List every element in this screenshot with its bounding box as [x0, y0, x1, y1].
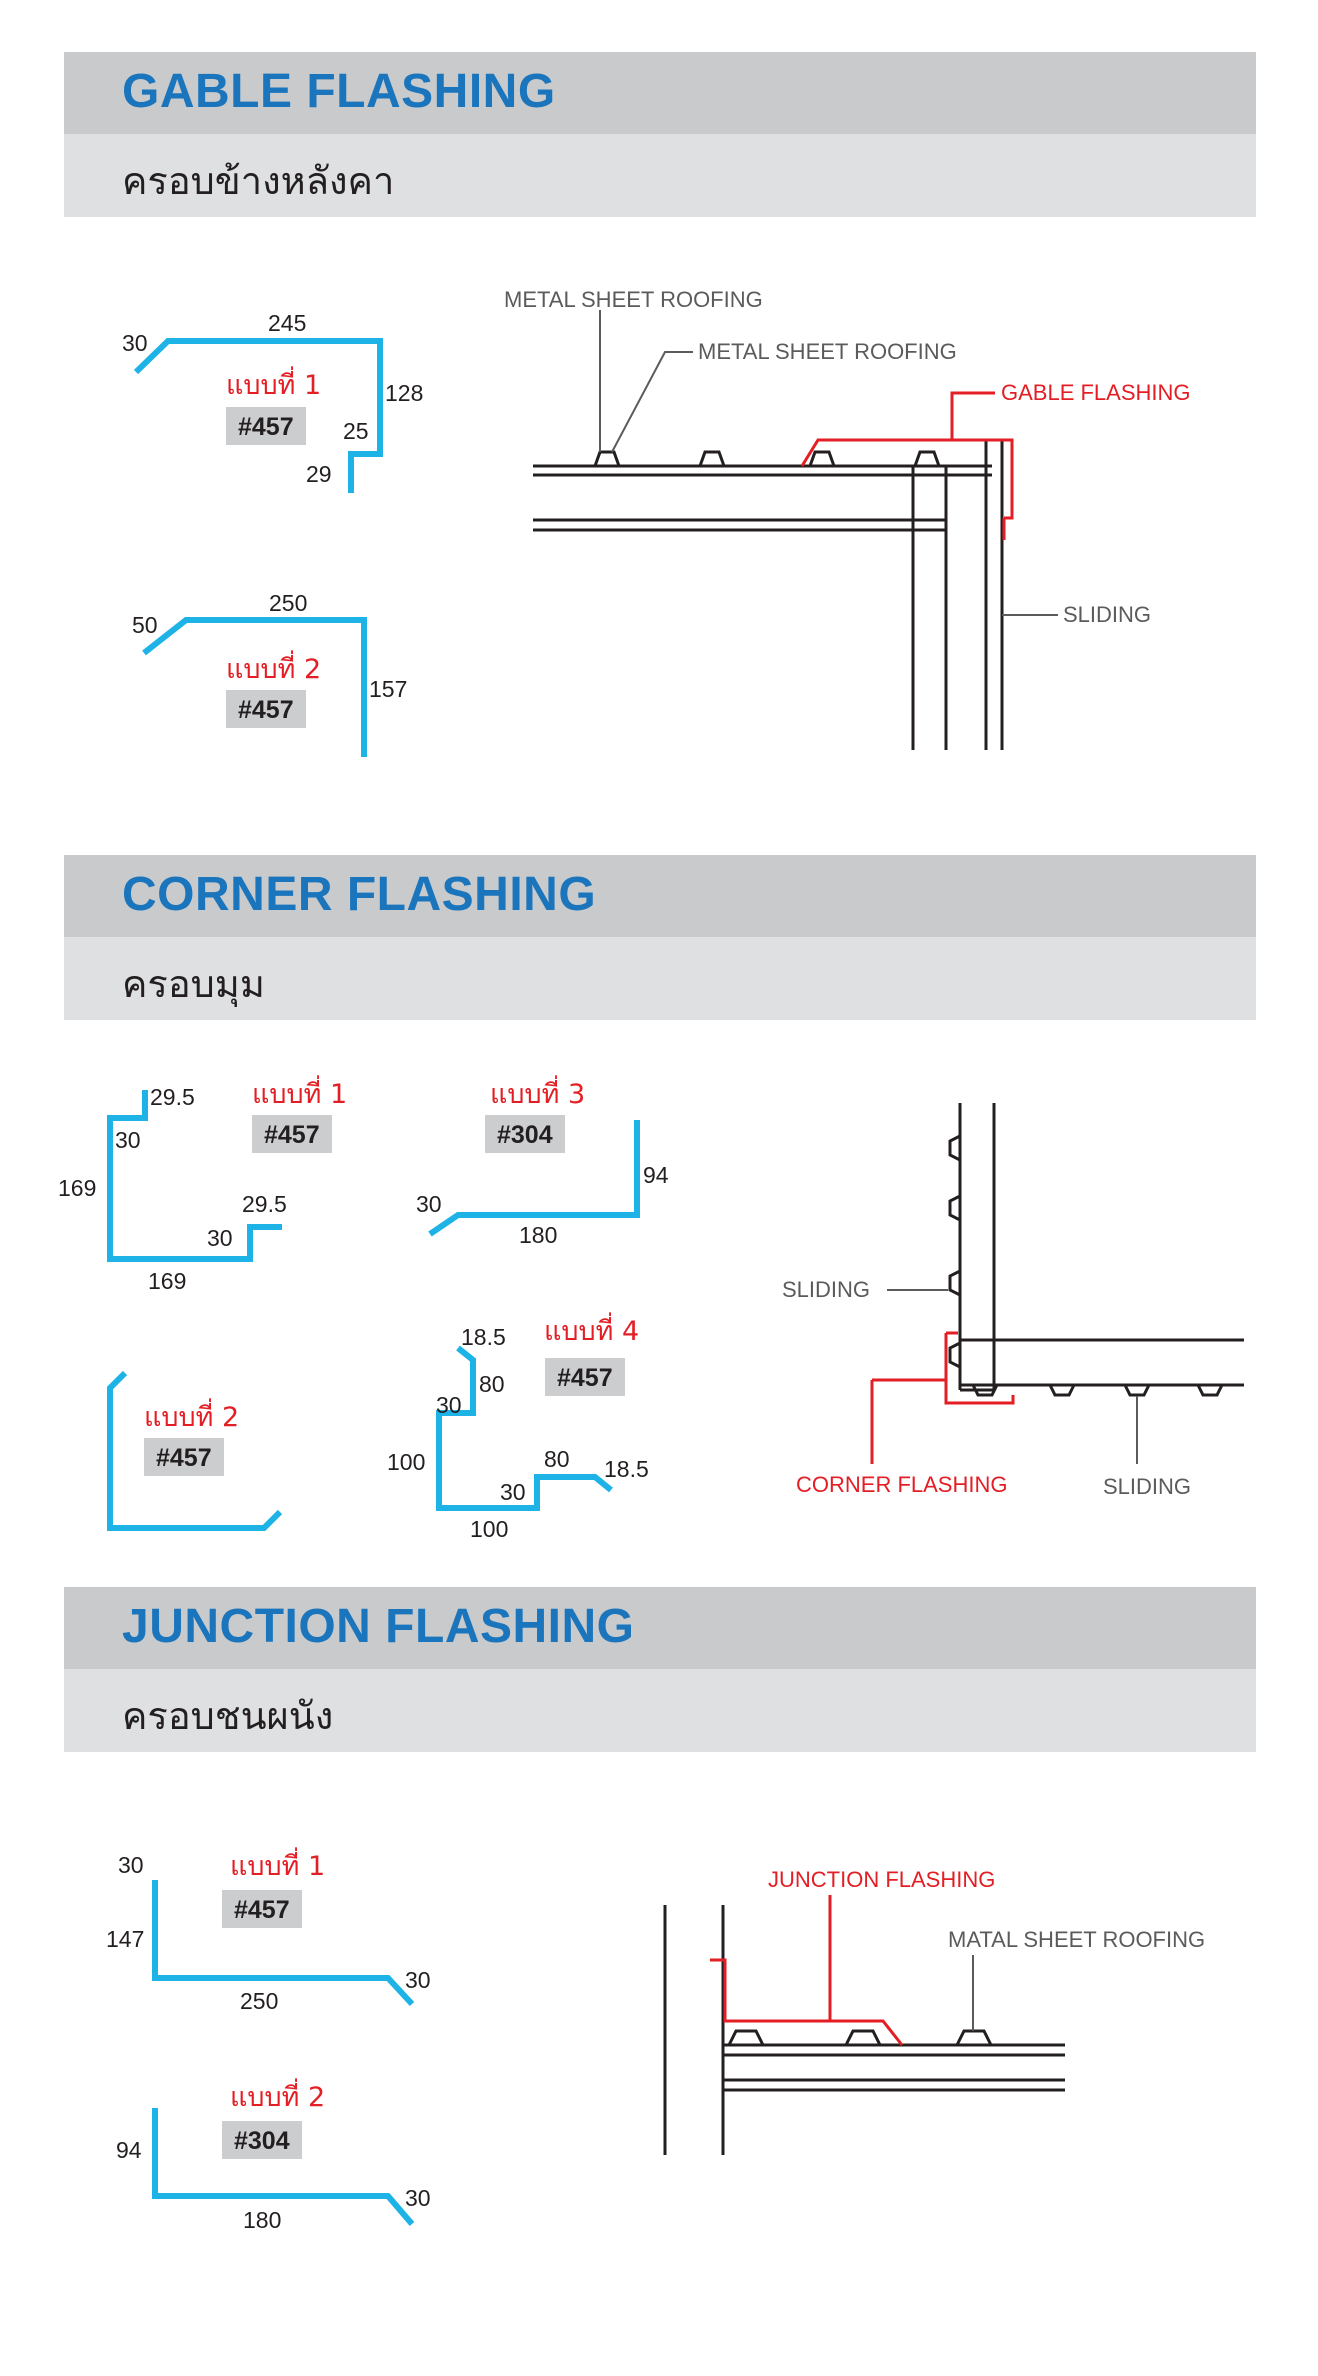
corner-t3-label: แบบที่ 3 [490, 1075, 585, 1110]
junction-detail-drawing: JUNCTION FLASHING MATAL SHEET ROOFING [663, 1867, 1205, 2155]
corner-t1-dim-c: 169 [58, 1175, 96, 1201]
gable-label-sliding: SLIDING [1063, 602, 1151, 627]
junction-t2-code-box [222, 2121, 302, 2159]
corner-t3-dim-b: 30 [416, 1191, 442, 1217]
gable-subtitle: ครอบข้างหลังคา [122, 159, 395, 203]
junction-subtitle-band: ครอบชนผนัง [64, 1669, 1256, 1752]
corner-t4-dim-b: 80 [479, 1371, 505, 1397]
gable-t2-dim-c: 157 [369, 676, 407, 702]
junction-type-2-profile: 94 180 30 แบบที่ 2 #304 [116, 2078, 431, 2233]
junction-t1-dim-b: 147 [106, 1926, 144, 1952]
junction-title: JUNCTION FLASHING [122, 1600, 635, 1653]
corner-label-sliding-bottom: SLIDING [1103, 1474, 1191, 1499]
gable-t1-code-box [226, 407, 306, 445]
junction-t2-dim-a: 94 [116, 2137, 142, 2163]
corner-t1-dim-a: 29.5 [150, 1084, 195, 1110]
corner-t1-dim-b: 30 [115, 1127, 141, 1153]
gable-t2-label: แบบที่ 2 [226, 650, 321, 685]
gable-subtitle-band: ครอบข้างหลังคา [64, 134, 1256, 217]
corner-t4-dim-g: 30 [500, 1479, 526, 1505]
junction-roof-bolts [727, 2029, 993, 2046]
gable-t1-dim-a: 30 [122, 330, 148, 356]
gable-title: GABLE FLASHING [122, 65, 556, 118]
gable-roof-bolts [593, 450, 941, 467]
corner-t2-label: แบบที่ 2 [144, 1398, 239, 1433]
gable-label-flashing: GABLE FLASHING [1001, 380, 1191, 405]
corner-t2-code: #457 [156, 1444, 212, 1472]
corner-t4-dim-h: 100 [470, 1516, 508, 1542]
gable-t2-dim-b: 250 [269, 590, 307, 616]
corner-t4-code: #457 [557, 1364, 613, 1392]
corner-t4-dim-d: 100 [387, 1449, 425, 1475]
junction-t2-label: แบบที่ 2 [230, 2078, 325, 2113]
gable-t1-dim-c: 128 [385, 380, 423, 406]
corner-label-flashing: CORNER FLASHING [796, 1472, 1007, 1497]
gable-type-2-profile: 50 250 157 แบบที่ 2 #457 [132, 590, 407, 757]
junction-t1-code-box [222, 1890, 302, 1928]
junction-t2-code: #304 [234, 2127, 290, 2155]
corner-t3-code: #304 [497, 1121, 553, 1149]
corner-t4-dim-e: 80 [544, 1446, 570, 1472]
corner-subtitle: ครอบมุม [122, 962, 265, 1006]
corner-t1-dim-e: 30 [207, 1225, 233, 1251]
gable-label-roof2: METAL SHEET ROOFING [698, 339, 957, 364]
junction-title-band: JUNCTION FLASHING [64, 1587, 1256, 1669]
corner-t1-code: #457 [264, 1121, 320, 1149]
corner-t4-dim-c: 30 [436, 1392, 462, 1418]
corner-label-sliding-left: SLIDING [782, 1277, 870, 1302]
corner-title: CORNER FLASHING [122, 868, 597, 921]
gable-t1-label: แบบที่ 1 [226, 366, 321, 401]
corner-wall-ribs [948, 1134, 961, 1369]
corner-detail-drawing: SLIDING CORNER FLASHING SLIDING [782, 1103, 1244, 1499]
junction-t1-dim-a: 30 [118, 1852, 144, 1878]
corner-subtitle-band: ครอบมุม [64, 937, 1256, 1020]
junction-t1-label: แบบที่ 1 [230, 1847, 325, 1882]
junction-label-roof: MATAL SHEET ROOFING [948, 1927, 1205, 1952]
corner-t1-code-box [252, 1115, 332, 1153]
corner-t1-dim-d: 29.5 [242, 1191, 287, 1217]
gable-t2-code: #457 [238, 696, 294, 724]
corner-t1-dim-f: 169 [148, 1268, 186, 1294]
corner-type-2-profile: แบบที่ 2 #457 [107, 1370, 283, 1531]
corner-t4-dim-f: 18.5 [604, 1456, 649, 1482]
corner-t4-label: แบบที่ 4 [544, 1312, 639, 1347]
gable-detail-drawing: METAL SHEET ROOFING METAL SHEET ROOFING … [504, 287, 1191, 750]
gable-t1-dim-e: 29 [306, 461, 332, 487]
gable-t1-dim-b: 245 [268, 310, 306, 336]
gable-title-band: GABLE FLASHING [64, 52, 1256, 134]
corner-type-3-profile: 94 30 180 แบบที่ 3 #304 [416, 1075, 669, 1248]
gable-t1-dim-d: 25 [343, 418, 369, 444]
corner-t4-dim-a: 18.5 [461, 1324, 506, 1350]
junction-t1-dim-d: 30 [405, 1967, 431, 1993]
junction-t1-code: #457 [234, 1896, 290, 1924]
junction-t2-dim-b: 180 [243, 2207, 281, 2233]
corner-t4-code-box [545, 1358, 625, 1396]
corner-title-band: CORNER FLASHING [64, 855, 1256, 937]
junction-subtitle: ครอบชนผนัง [122, 1694, 334, 1738]
corner-t3-code-box [485, 1115, 565, 1153]
junction-label-flashing: JUNCTION FLASHING [768, 1867, 995, 1892]
gable-t2-code-box [226, 690, 306, 728]
gable-type-1-profile: 30 245 128 25 29 แบบที่ 1 #457 [122, 310, 423, 493]
corner-type-1-profile: 29.5 30 169 29.5 30 169 แบบที่ 1 #457 [58, 1075, 347, 1294]
corner-t2-code-box [144, 1438, 224, 1476]
corner-t1-label: แบบที่ 1 [252, 1075, 347, 1110]
corner-type-4-profile: 18.5 80 30 100 80 18.5 30 100 แบบที่ 4 #… [387, 1312, 649, 1542]
corner-t3-dim-a: 94 [643, 1162, 669, 1188]
junction-t1-dim-c: 250 [240, 1988, 278, 2014]
gable-label-roof1: METAL SHEET ROOFING [504, 287, 763, 312]
corner-t3-dim-c: 180 [519, 1222, 557, 1248]
corner-roof-ribs [971, 1384, 1224, 1397]
junction-type-1-profile: 30 147 250 30 แบบที่ 1 #457 [106, 1847, 431, 2014]
junction-t2-dim-c: 30 [405, 2185, 431, 2211]
gable-t1-code: #457 [238, 413, 294, 441]
gable-t2-dim-a: 50 [132, 612, 158, 638]
